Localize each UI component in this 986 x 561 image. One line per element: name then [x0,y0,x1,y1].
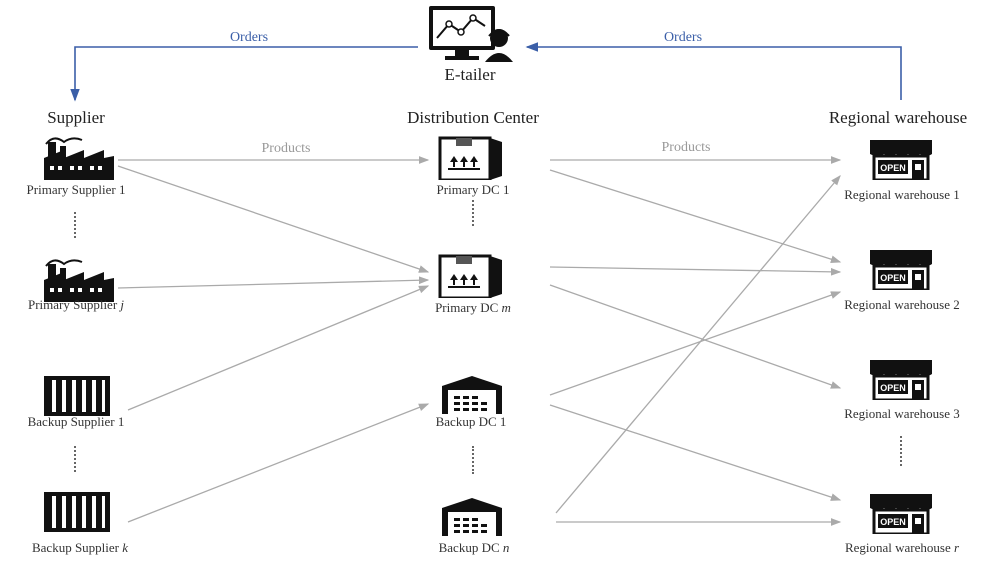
supplier-ellipsis-1 [74,212,79,238]
regional-warehouse-2-open-store-icon: OPEN [870,250,932,295]
orders-label-right: Orders [663,30,703,45]
primary-dc-m-label: Primary DC m [435,300,511,315]
link-bsk-bdc1 [127,403,430,523]
regional-warehouse-2-label: Regional warehouse 2 [844,297,960,312]
primary-dc-1-box-icon [438,136,504,185]
supplier-ellipsis-2 [74,446,79,472]
etailer-computer-chart-operator-icon [425,4,515,64]
etailer-label: E-tailer [444,65,496,84]
backup-supplier-1-label: Backup Supplier 1 [27,414,125,429]
link-pdc1-rw2 [549,169,842,263]
dc-ellipsis-2 [472,446,477,474]
orders-arrow-to-supplier [70,46,418,102]
regional-warehouse-r-label: Regional warehouse r [844,540,960,555]
svg-text:OPEN: OPEN [880,517,906,527]
regional-warehouse-3-label: Regional warehouse 3 [844,406,960,421]
svg-text:OPEN: OPEN [880,273,906,283]
backup-dc-1-warehouse-icon [440,374,504,419]
link-bdc1-rw2 [549,291,842,396]
primary-supplier-1-label: Primary Supplier 1 [26,182,126,197]
backup-supplier-1-container-icon [44,376,110,421]
regional-warehouse-1-label: Regional warehouse 1 [844,187,960,202]
backup-supplier-k-label: Backup Supplier k [31,540,129,555]
link-pdcm-rw3 [549,284,842,389]
link-bdc1-rwr [549,404,842,501]
regional-warehouse-1-open-store-icon: OPEN [870,140,932,185]
link-ps1-pdcm [117,165,430,273]
warehouse-ellipsis [900,436,905,466]
backup-dc-n-warehouse-icon [440,496,504,541]
link-bs1-pdcm [127,285,430,411]
orders-label-left: Orders [229,30,269,45]
regional-warehouse-r-open-store-icon: OPEN [870,494,932,539]
regional-warehouse-3-open-store-icon: OPEN [870,360,932,405]
column-header-regional-warehouse: Regional warehouse [828,108,968,127]
primary-dc-1-label: Primary DC 1 [436,182,510,197]
svg-text:OPEN: OPEN [880,383,906,393]
primary-dc-m-box-icon [438,254,504,303]
backup-dc-n-label: Backup DC n [438,540,510,555]
link-pdcm-rw2 [549,266,842,276]
orders-arrow-from-warehouse [525,42,902,100]
products-label-right: Products [661,140,711,155]
primary-supplier-1-factory-icon [42,134,116,185]
primary-supplier-j-label: Primary Supplier j [27,297,125,312]
primary-supplier-j-factory-icon [42,256,116,307]
svg-text:OPEN: OPEN [880,163,906,173]
backup-dc-1-label: Backup DC 1 [435,414,507,429]
link-bdcn-rw1 [555,175,841,514]
products-label-left: Products [261,141,311,156]
column-header-supplier: Supplier [47,108,105,127]
backup-supplier-k-container-icon [44,492,110,537]
link-psj-pdcm [117,276,430,289]
dc-ellipsis-1 [472,200,477,226]
column-header-distribution-center: Distribution Center [407,108,539,127]
